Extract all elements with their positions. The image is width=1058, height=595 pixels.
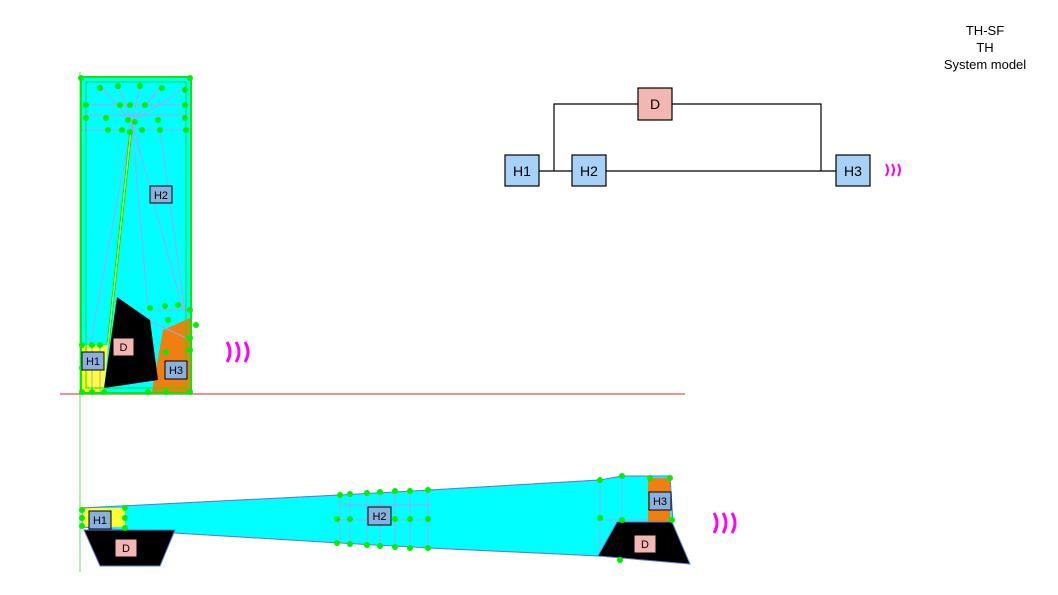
title-line-3: System model <box>943 57 1027 72</box>
h2-block <box>571 154 607 187</box>
title-line-1: TH-SF <box>965 23 1005 38</box>
box-inner-outline <box>85 81 187 389</box>
sound-wave-icon <box>225 341 250 363</box>
h2-box-side <box>149 185 173 204</box>
h2-label-side: H2 <box>154 190 168 202</box>
inner-wall-highlight <box>107 129 132 346</box>
h1-label-side: H1 <box>86 356 100 368</box>
schematic-connections <box>539 103 836 172</box>
h1-box-side <box>81 351 105 371</box>
d-box-side <box>112 337 135 357</box>
d-label-side: D <box>120 342 128 354</box>
d-label-plan-left: D <box>122 543 130 555</box>
h3-box-plan <box>648 491 672 511</box>
h3-box-side <box>164 360 188 380</box>
sound-wave-icon <box>712 512 737 534</box>
h1-label-plan: H1 <box>93 515 107 527</box>
d-block <box>637 87 673 121</box>
title-line-2: TH <box>976 40 994 55</box>
title-block: TH-SF TH System model <box>930 22 1040 73</box>
h1-block <box>504 154 540 187</box>
h2-label-plan: H2 <box>372 511 386 523</box>
plan-view: H1 H2 H3 D D <box>79 473 691 567</box>
box-outline <box>80 76 192 394</box>
d-label-plan-right: D <box>641 539 649 551</box>
h1-block-label: H1 <box>513 163 531 179</box>
d-box-plan-left <box>114 538 138 558</box>
system-model-schematic: H1 H2 H3 D <box>504 87 871 187</box>
sound-wave-icon <box>885 163 901 177</box>
d-block-label: D <box>650 96 660 112</box>
h3-label-side: H3 <box>169 365 183 377</box>
h2-block-label: H2 <box>580 163 598 179</box>
h3-block-label: H3 <box>844 163 862 179</box>
mesh-nodes-plan <box>79 473 675 563</box>
h3-label-plan: H3 <box>653 496 667 508</box>
d-box-plan-right <box>633 534 657 554</box>
h1-box-plan <box>88 510 112 530</box>
mesh-lines <box>82 84 191 392</box>
h3-block <box>835 154 871 187</box>
h2-box-plan <box>367 506 392 526</box>
mesh-nodes <box>78 75 199 395</box>
side-view: H2 D H1 H3 <box>78 75 199 395</box>
